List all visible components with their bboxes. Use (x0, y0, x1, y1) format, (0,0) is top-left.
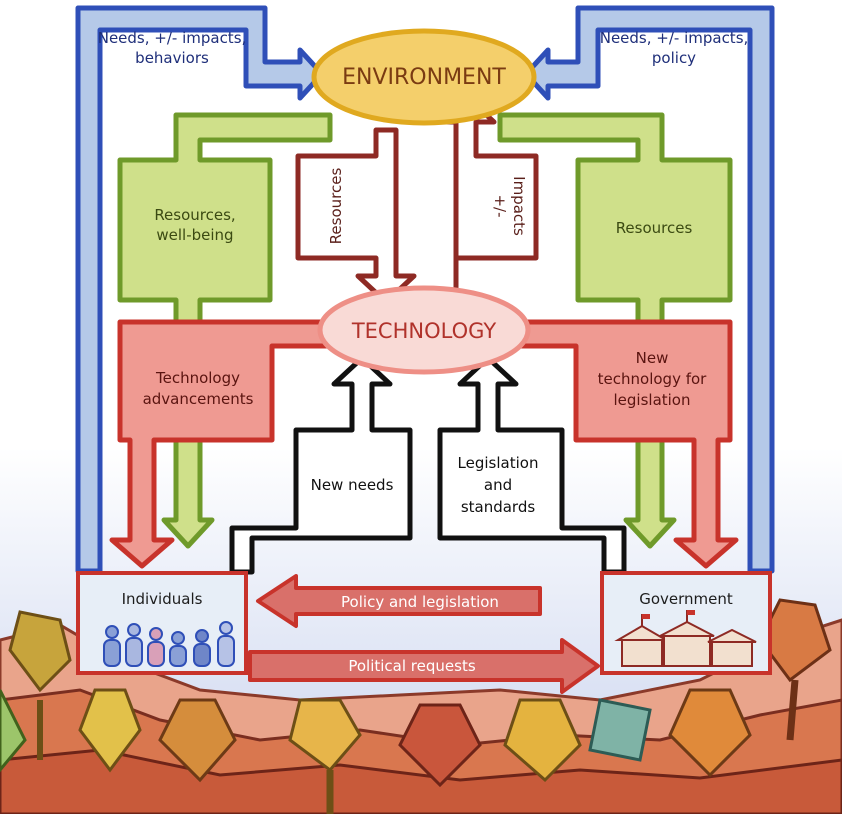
political-label: Political requests (348, 657, 475, 675)
legislation-arrow (437, 355, 627, 575)
red-flow-right (517, 319, 739, 569)
impacts-label-line2: Impacts (510, 176, 528, 236)
green-right-label: Resources (616, 219, 693, 237)
landscape-illustration (0, 598, 842, 814)
technology-node (317, 285, 531, 375)
green-left-label-line2: well-being (156, 226, 233, 244)
blue-flow-right (523, 5, 775, 574)
green-left-label-line1: Resources, (154, 206, 235, 224)
policy-arrow (256, 574, 542, 628)
environment-node (311, 28, 537, 126)
green-flow-left (117, 112, 333, 549)
red-right-label-line3: legislation (614, 391, 691, 409)
political-arrow (248, 638, 600, 694)
top-left-label-line1: Needs, +/- impacts, (98, 29, 247, 47)
resources-label: Resources (327, 168, 345, 245)
legislation-label-line2: and (484, 476, 512, 494)
red-left-label-line2: advancements (143, 390, 254, 408)
blue-flow-left (75, 5, 325, 574)
government-label: Government (639, 590, 733, 608)
resources-arrow (295, 127, 417, 305)
legislation-label-line3: standards (461, 498, 536, 516)
new-needs-arrow (229, 355, 413, 575)
top-left-label-line2: behaviors (135, 49, 209, 67)
top-right-label-line2: policy (652, 49, 696, 67)
individuals-label: Individuals (122, 590, 203, 608)
technology-label: TECHNOLOGY (351, 319, 496, 343)
top-right-label-line1: Needs, +/- impacts, (600, 29, 749, 47)
policy-label: Policy and legislation (341, 593, 499, 611)
government-buildings-icon (614, 610, 757, 667)
impacts-label-line1: +/- (491, 194, 509, 217)
people-icon (103, 621, 235, 667)
red-flow-left (109, 319, 333, 569)
environment-label: ENVIRONMENT (342, 65, 506, 90)
red-left-label-line1: Technology (155, 369, 240, 387)
red-right-label-line1: New (636, 349, 669, 367)
new-needs-label: New needs (311, 476, 394, 494)
green-flow-right (497, 112, 733, 549)
legislation-label-line1: Legislation (458, 454, 539, 472)
red-right-label-line2: technology for (598, 370, 708, 388)
